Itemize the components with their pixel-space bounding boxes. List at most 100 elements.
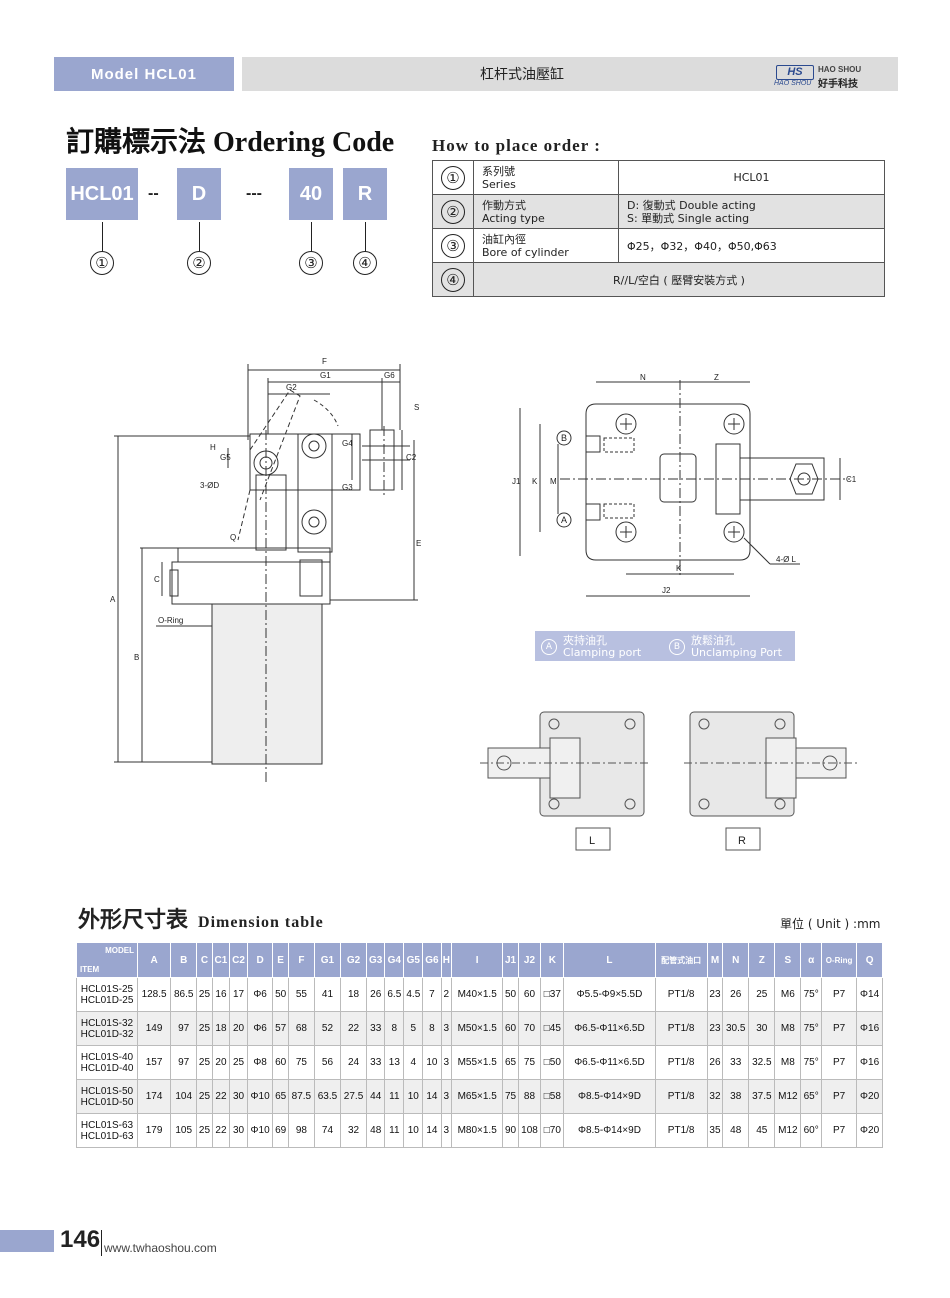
- table-cell: Φ16: [856, 1011, 883, 1046]
- table-cell: M65×1.5: [451, 1079, 504, 1114]
- table-cell: 10: [422, 1045, 442, 1080]
- header-corner: MODEL ITEM: [76, 942, 138, 978]
- table-cell: 32: [706, 1079, 724, 1114]
- table-cell: 75: [517, 1045, 542, 1080]
- table-cell: 5: [403, 1011, 424, 1046]
- table-cell: 128.5: [136, 977, 172, 1012]
- order-num: ④: [432, 262, 474, 297]
- column-header: G3: [366, 942, 386, 978]
- code-leader-2: [199, 222, 200, 252]
- table-cell: 45: [748, 1113, 776, 1148]
- table-cell: 35: [706, 1113, 724, 1148]
- table-cell: P7: [820, 1045, 858, 1080]
- table-cell: PT1/8: [654, 1079, 708, 1114]
- order-row-mount: ④ R//L/空白 ( 壓臂安裝方式 ): [432, 262, 885, 297]
- ordering-code-title: 訂購標示法 Ordering Code: [66, 127, 395, 158]
- model-label: Model HCL01: [54, 57, 234, 91]
- table-cell: 41: [313, 977, 342, 1012]
- table-cell: 32: [339, 1113, 368, 1148]
- top-port-b: B: [561, 433, 567, 443]
- order-value: Φ25，Φ32，Φ40，Φ50,Φ63: [618, 228, 885, 263]
- table-cell: 55: [287, 977, 315, 1012]
- table-cell: 65: [272, 1079, 289, 1114]
- page-title: 杠杆式油壓缸: [480, 67, 564, 83]
- table-cell: 25: [196, 977, 213, 1012]
- footer-separator: [101, 1230, 102, 1256]
- table-cell: 25: [196, 1079, 213, 1114]
- port-legend: A 夾持油孔 Clamping port B 放鬆油孔 Unclamping P…: [535, 631, 795, 661]
- table-cell: 37.5: [748, 1079, 776, 1114]
- table-cell: 14: [422, 1079, 442, 1114]
- table-cell: 4: [403, 1045, 424, 1080]
- table-cell: 32.5: [748, 1045, 776, 1080]
- column-header: O-Ring: [820, 942, 858, 978]
- code-marker-3: ③: [299, 251, 323, 275]
- table-cell: 14: [422, 1113, 442, 1148]
- column-header: J1: [502, 942, 519, 978]
- table-cell: 20: [211, 1045, 231, 1080]
- column-header: M: [706, 942, 724, 978]
- table-cell: 30: [229, 1079, 248, 1114]
- table-cell: 24: [339, 1045, 368, 1080]
- table-cell: 27.5: [339, 1079, 368, 1114]
- table-cell: M12: [774, 1113, 802, 1148]
- table-cell: 25: [229, 1045, 248, 1080]
- code-series: HCL01: [66, 168, 138, 220]
- table-cell: PT1/8: [654, 1011, 708, 1046]
- table-cell: Φ6.5-Φ11×6.5D: [563, 1011, 656, 1046]
- table-cell: 8: [384, 1011, 405, 1046]
- table-cell: 23: [706, 977, 724, 1012]
- column-header: F: [287, 942, 315, 978]
- column-header: G4: [384, 942, 405, 978]
- table-cell: Φ20: [856, 1113, 883, 1148]
- dimension-title-cn: 外形尺寸表: [78, 907, 189, 932]
- dim-label-b: B: [134, 653, 139, 662]
- table-cell: 50: [502, 977, 519, 1012]
- table-cell: 69: [272, 1113, 289, 1148]
- table-cell: M50×1.5: [451, 1011, 504, 1046]
- table-cell: 157: [136, 1045, 172, 1080]
- dim-label-h: H: [210, 443, 216, 452]
- column-header: G2: [339, 942, 368, 978]
- table-cell: 11: [384, 1079, 405, 1114]
- code-dash-2: ---: [246, 185, 262, 202]
- dimension-unit: 單位 ( Unit ) :mm: [780, 917, 881, 931]
- table-cell: 50: [272, 977, 289, 1012]
- column-header: D: [246, 942, 274, 978]
- table-cell: 75°: [800, 977, 822, 1012]
- dim-label-g5: G5: [220, 453, 231, 462]
- table-cell: 75: [502, 1079, 519, 1114]
- table-cell: M8: [774, 1011, 802, 1046]
- table-cell: 6.5: [384, 977, 405, 1012]
- how-to-order-title: How to place order :: [432, 136, 601, 155]
- side-view-drawing: F G1 G6 G2 S H G5 G4 C2 G3 3-ØD E Q C A …: [110, 357, 421, 782]
- header-bar: [242, 57, 898, 91]
- top-label-k1: K: [532, 477, 538, 486]
- table-cell: 18: [339, 977, 368, 1012]
- table-cell: 65°: [800, 1079, 822, 1114]
- column-header: L: [563, 942, 656, 978]
- column-header: J2: [517, 942, 542, 978]
- code-bore: 40: [289, 168, 333, 220]
- table-cell: 105: [170, 1113, 198, 1148]
- port-b-label-en: Unclamping Port: [691, 646, 782, 659]
- logo-sub: HAO SHOU: [774, 80, 812, 87]
- table-cell: 8: [422, 1011, 442, 1046]
- table-cell: 3: [440, 1113, 453, 1148]
- table-cell: 104: [170, 1079, 198, 1114]
- table-cell: 52: [313, 1011, 342, 1046]
- table-cell: □45: [540, 1011, 565, 1046]
- table-cell: 60°: [800, 1113, 822, 1148]
- table-cell: Φ8.5-Φ14×9D: [563, 1079, 656, 1114]
